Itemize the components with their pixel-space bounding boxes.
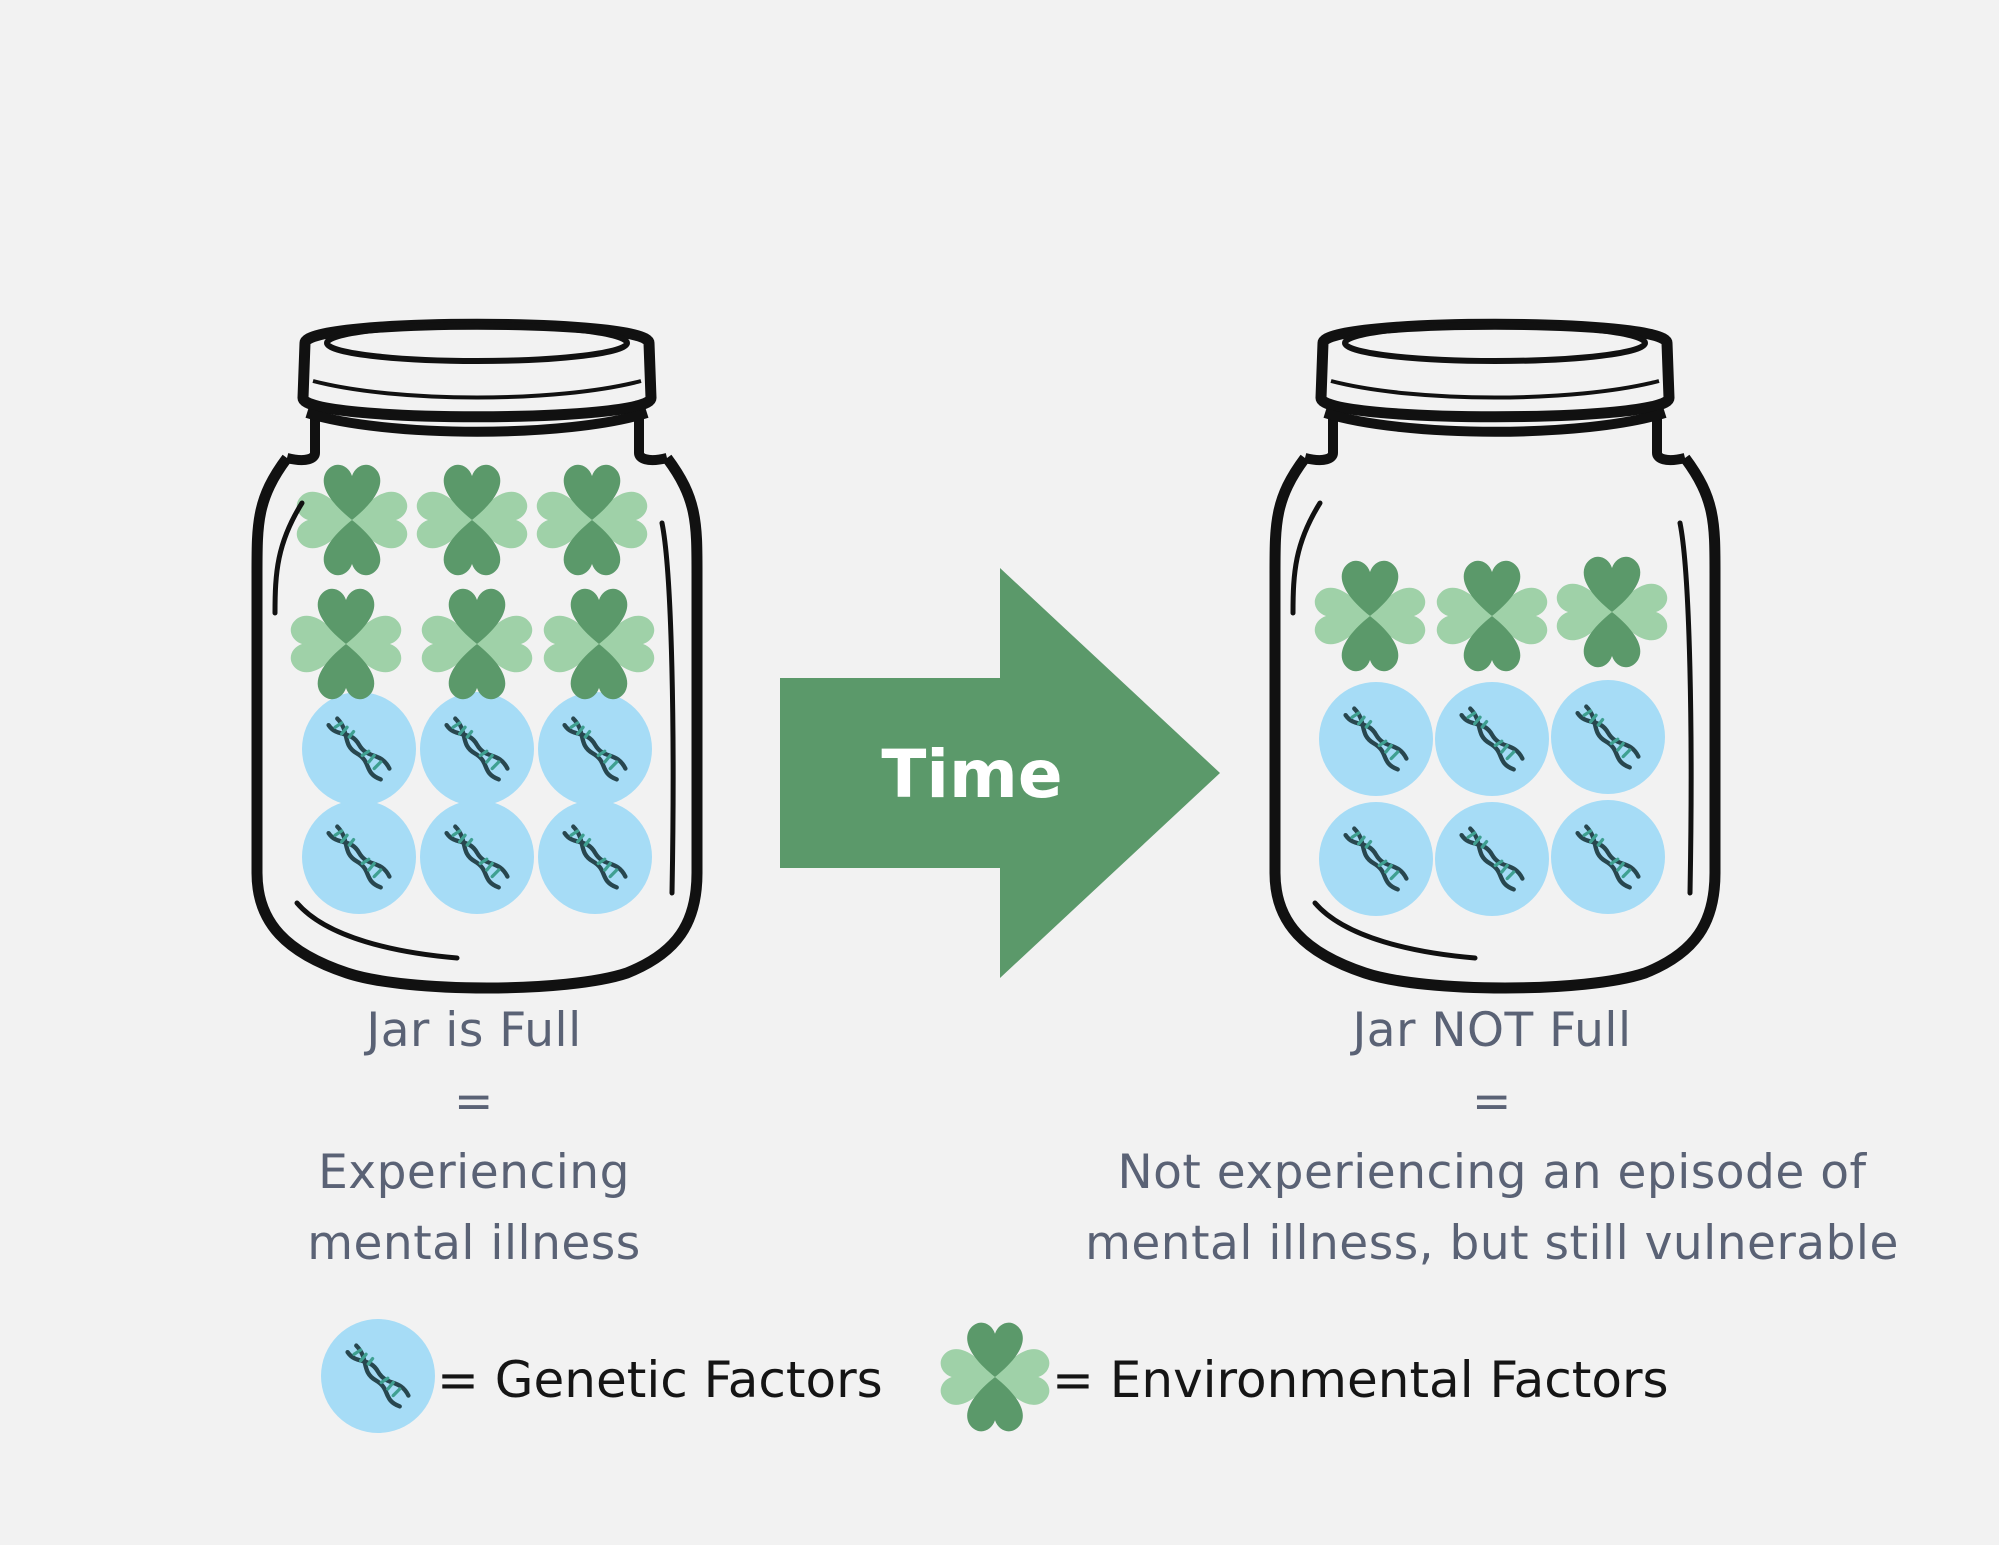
left-jar-caption: Jar is Full = Experiencing mental illnes… <box>224 995 724 1279</box>
legend-environmental-label: = Environmental Factors <box>1052 1351 1669 1409</box>
clover-icon <box>422 589 532 699</box>
clover-icon <box>291 589 401 699</box>
caption-line: = <box>454 1074 494 1129</box>
clover-icon <box>417 465 527 575</box>
genetic-factor-circle <box>1319 802 1433 916</box>
genetic-factor-circle <box>420 800 534 914</box>
clover-icon <box>297 465 407 575</box>
caption-line: Not experiencing an episode of <box>1117 1145 1867 1200</box>
clover-icon <box>1437 561 1547 671</box>
left-jar-contents <box>291 465 654 914</box>
genetic-factor-circle <box>1551 800 1665 914</box>
caption-line: mental illness, but still vulnerable <box>1085 1216 1899 1271</box>
arrow-label: Time <box>881 736 1062 813</box>
left-jar <box>257 324 697 988</box>
clover-icon <box>1557 557 1667 667</box>
genetic-factor-circle <box>538 692 652 806</box>
caption-line: mental illness <box>307 1216 641 1271</box>
caption-line: Experiencing <box>318 1145 630 1200</box>
genetic-factor-circle <box>1435 802 1549 916</box>
genetic-factor-circle <box>420 692 534 806</box>
genetic-factor-circle <box>302 692 416 806</box>
genetic-factor-circle <box>1319 682 1433 796</box>
caption-line: = <box>1472 1074 1512 1129</box>
time-arrow: Time <box>780 568 1220 978</box>
genetic-factor-circle <box>302 800 416 914</box>
right-jar <box>1275 324 1715 988</box>
clover-icon <box>1315 561 1425 671</box>
right-jar-caption: Jar NOT Full = Not experiencing an episo… <box>1022 995 1962 1279</box>
caption-line: Jar is Full <box>366 1003 582 1058</box>
genetic-factor-circle <box>1551 680 1665 794</box>
legend-genetic-label: = Genetic Factors <box>437 1351 883 1409</box>
right-jar-contents <box>1315 557 1667 916</box>
legend-genetic-icon <box>321 1319 435 1433</box>
genetic-factor-circle <box>1435 682 1549 796</box>
clover-icon <box>537 465 647 575</box>
clover-icon <box>544 589 654 699</box>
legend-clover-icon <box>941 1323 1050 1432</box>
caption-line: Jar NOT Full <box>1352 1003 1632 1058</box>
genetic-factor-circle <box>538 800 652 914</box>
